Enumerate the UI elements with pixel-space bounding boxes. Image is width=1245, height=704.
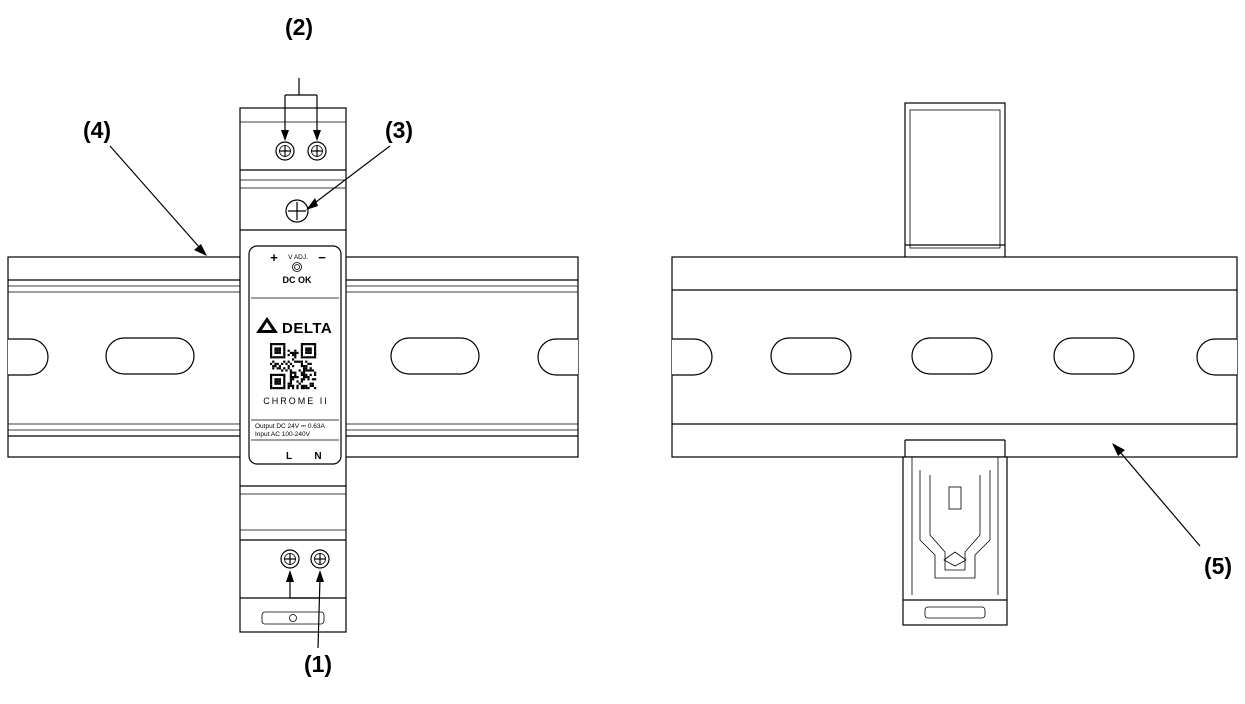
- rear-view: (5): [671, 102, 1238, 626]
- minus-sign: −: [318, 250, 326, 265]
- callout-leaders-rear: [1112, 443, 1201, 547]
- din-latch-clip: [902, 439, 1008, 626]
- v-adj-label: V ADJ.: [288, 254, 308, 261]
- callout-3: (3): [385, 117, 413, 143]
- callout-2: (2): [285, 14, 313, 40]
- input-terminal-screws: [280, 549, 330, 569]
- callout-4: (4): [83, 117, 111, 143]
- voltage-adjust-potentiometer: [285, 199, 309, 223]
- top-mounting-hook: [904, 102, 1006, 259]
- front-view: + V ADJ. − DC OK DELTA CHROME II Output …: [7, 14, 579, 677]
- dc-ok-led-icon: [292, 262, 302, 272]
- terminal-l-label: L: [286, 451, 292, 462]
- din-rail-rear: [671, 256, 1238, 458]
- output-spec: Output DC 24V ⎓ 0.63A: [255, 423, 326, 430]
- din-rail-front: [7, 256, 579, 458]
- terminal-n-label: N: [314, 451, 321, 462]
- callout-5: (5): [1204, 553, 1232, 579]
- callout-leaders-front: [109, 78, 391, 649]
- qr-code: [270, 343, 317, 390]
- input-spec: Input AC 100-240V: [255, 431, 311, 438]
- brand-logo: DELTA: [282, 320, 332, 337]
- output-terminal-screws: [275, 141, 327, 161]
- plus-sign: +: [270, 250, 278, 265]
- front-label-panel: + V ADJ. − DC OK DELTA CHROME II Output …: [248, 245, 342, 465]
- dc-ok-label: DC OK: [283, 275, 313, 285]
- series-name: CHROME II: [263, 396, 329, 406]
- callout-1: (1): [304, 651, 332, 677]
